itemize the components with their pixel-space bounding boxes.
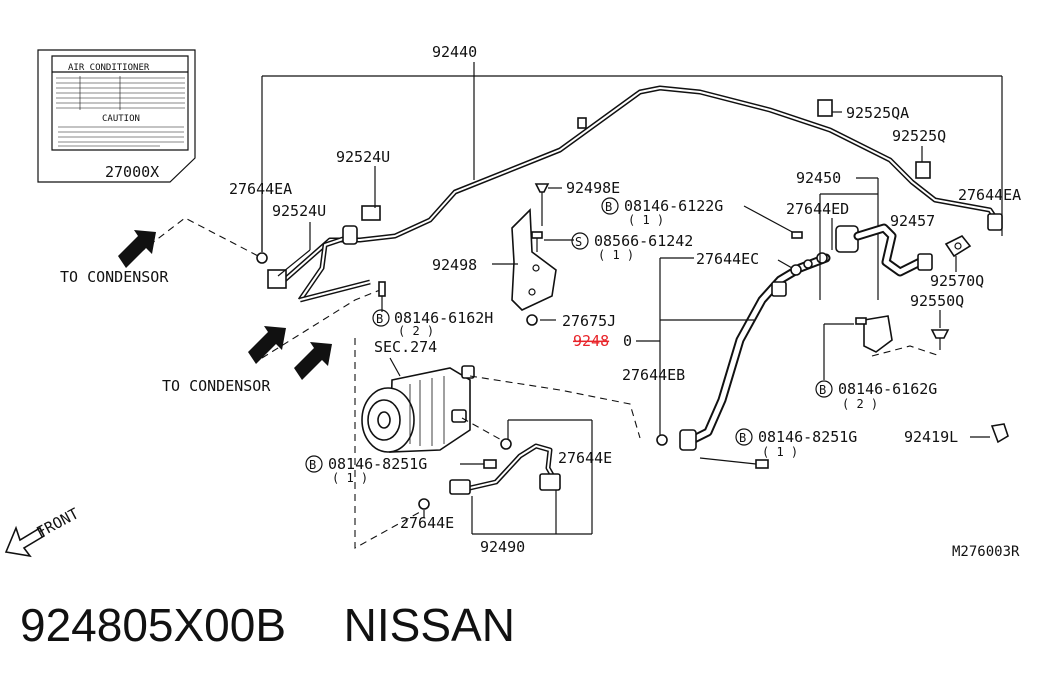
- badge-b2: [571, 232, 589, 250]
- callout-92490: 92490: [480, 538, 525, 556]
- callout-sec274: SEC.274: [374, 338, 437, 356]
- badge-b2-letter: S: [575, 235, 582, 249]
- oring-27644eb: [656, 434, 668, 446]
- callout-92525q: 92525Q: [892, 127, 946, 145]
- brand-name: NISSAN: [343, 599, 515, 651]
- front-label: FRONT: [33, 504, 81, 541]
- arrow-condensor-2: [248, 326, 286, 364]
- label-plate-title: AIR CONDITIONER: [68, 63, 150, 73]
- badge-b4-letter: B: [819, 383, 826, 397]
- bolt-b5-qty: ( 1 ): [762, 445, 798, 459]
- callout-27675j: 27675J: [562, 312, 616, 330]
- badge-b1: [601, 197, 619, 215]
- bolt-b2-qty: ( 1 ): [598, 248, 634, 262]
- callout-92440: 92440: [432, 43, 477, 61]
- ac-label-plate: AIR CONDITIONER CAUTION 27000X: [37, 49, 196, 183]
- arrow-condensor-3: [294, 342, 332, 380]
- oring-27644ea-left: [256, 252, 268, 264]
- callout-92450: 92450: [796, 169, 841, 187]
- badge-b6: [305, 455, 323, 473]
- label-plate-caution: CAUTION: [102, 114, 140, 124]
- bolt-b2-code: 08566-61242: [594, 232, 693, 250]
- callout-92498: 92498: [432, 256, 477, 274]
- front-arrow-icon: [4, 525, 46, 558]
- callout-92525qa: 92525QA: [846, 104, 909, 122]
- arrow-condensor-1: [118, 230, 156, 268]
- badge-b5: [735, 428, 753, 446]
- footer: 924805X00B NISSAN: [20, 598, 1020, 668]
- bolt-b4-qty: ( 2 ): [842, 397, 878, 411]
- callout-92457: 92457: [890, 212, 935, 230]
- badge-b4: [815, 380, 833, 398]
- callout-27644ea-left: 27644EA: [229, 180, 292, 198]
- badge-b3: [372, 309, 390, 327]
- callout-27644ed: 27644ED: [786, 200, 849, 218]
- to-condensor-1: TO CONDENSOR: [60, 268, 169, 286]
- callout-27644eb: 27644EB: [622, 366, 685, 384]
- pipe-92440: [267, 85, 1003, 303]
- badge-b6-letter: B: [309, 458, 316, 472]
- callout-92419l: 92419L: [904, 428, 958, 446]
- compressor: [361, 365, 475, 453]
- part-number: 924805X00B: [20, 599, 287, 651]
- bolt-b3-qty: ( 2 ): [398, 324, 434, 338]
- bracket-92498: [511, 208, 557, 311]
- callout-92550q: 92550Q: [910, 292, 964, 310]
- callout-92498e: 92498E: [566, 179, 620, 197]
- callout-92480-rest: 0: [623, 332, 632, 350]
- to-condensor-2: TO CONDENSOR: [162, 377, 271, 395]
- bolt-b3-code: 08146-6162H: [394, 309, 493, 327]
- bolt-b1-qty: ( 1 ): [628, 213, 664, 227]
- badge-b3-letter: B: [376, 312, 383, 326]
- callout-27644ec: 27644EC: [696, 250, 759, 268]
- bolt-b1-code: 08146-6122G: [624, 197, 723, 215]
- bolt-b6-code: 08146-8251G: [328, 455, 427, 473]
- callout-27644e-bottom: 27644E: [400, 514, 454, 532]
- callout-27644e-right: 27644E: [558, 449, 612, 467]
- bolt-b5-code: 08146-8251G: [758, 428, 857, 446]
- hose-92490: [449, 443, 561, 495]
- badge-b5-letter: B: [739, 431, 746, 445]
- callout-92480-highlight: 9248: [573, 332, 609, 350]
- badge-b1-letter: B: [605, 200, 612, 214]
- diagram-id: M276003R: [952, 544, 1020, 560]
- parts-diagram: AIR CONDITIONER CAUTION 27000X 924: [4, 43, 1021, 560]
- hose-92457: [853, 223, 933, 277]
- bolt-b4-code: 08146-6162G: [838, 380, 937, 398]
- callout-27000x: 27000X: [105, 163, 159, 181]
- callout-92524u-a: 92524U: [336, 148, 390, 166]
- callout-92524u-b: 92524U: [272, 202, 326, 220]
- bolt-b6-qty: ( 1 ): [332, 471, 368, 485]
- callout-92570q: 92570Q: [930, 272, 984, 290]
- callout-27644ea-right: 27644EA: [958, 186, 1021, 204]
